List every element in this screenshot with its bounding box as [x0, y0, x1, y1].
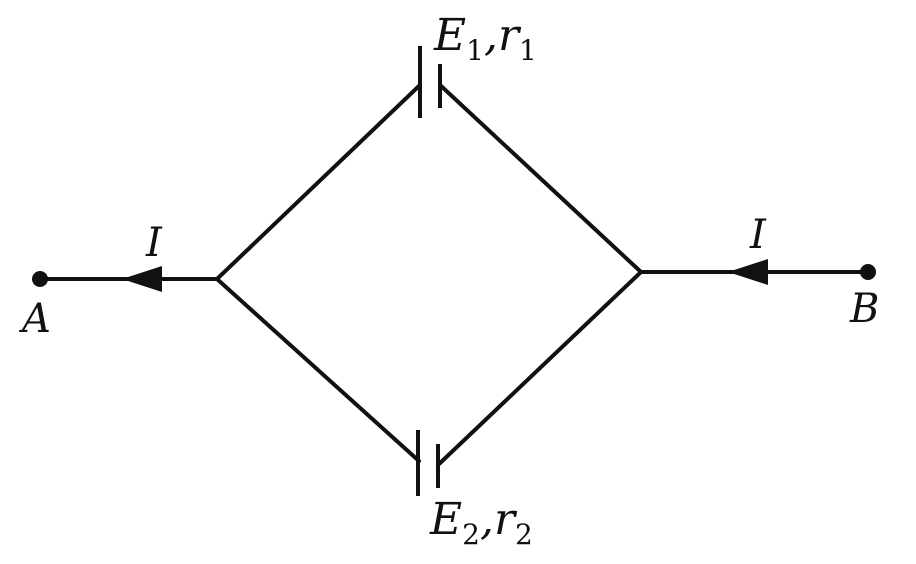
- current-label-right: I: [749, 212, 767, 258]
- battery-top-emf: E: [433, 10, 466, 61]
- battery-top-sep: ,: [484, 10, 498, 61]
- terminal-a-dot: [32, 271, 48, 287]
- wire-upper-right: [438, 83, 643, 274]
- battery-top-symbol: [418, 46, 442, 118]
- battery-bottom-symbol: [416, 430, 440, 496]
- current-label-left: I: [145, 220, 163, 266]
- battery-bottom-res-sub: 2: [515, 518, 533, 551]
- battery-bottom-sep: ,: [480, 494, 494, 545]
- terminal-b-label: B: [849, 286, 879, 332]
- wire-lower-right: [436, 270, 643, 467]
- battery-top-label: E1,r1: [433, 10, 537, 67]
- battery-bottom-emf: E: [429, 494, 462, 545]
- battery-bottom-emf-sub: 2: [462, 518, 480, 551]
- battery-bottom-res: r: [494, 494, 518, 545]
- wire-lower-left: [215, 277, 421, 463]
- battery-top-emf-sub: 1: [466, 34, 484, 67]
- terminal-b-dot: [860, 264, 876, 280]
- battery-bottom-label: E2,r2: [429, 494, 533, 551]
- wire-upper-left: [215, 83, 422, 281]
- terminal-a-label: A: [18, 296, 51, 342]
- battery-top-res-sub: 1: [519, 34, 537, 67]
- current-arrow-right-icon: [728, 259, 768, 285]
- battery-top-res: r: [498, 10, 522, 61]
- current-arrow-left-icon: [122, 266, 162, 292]
